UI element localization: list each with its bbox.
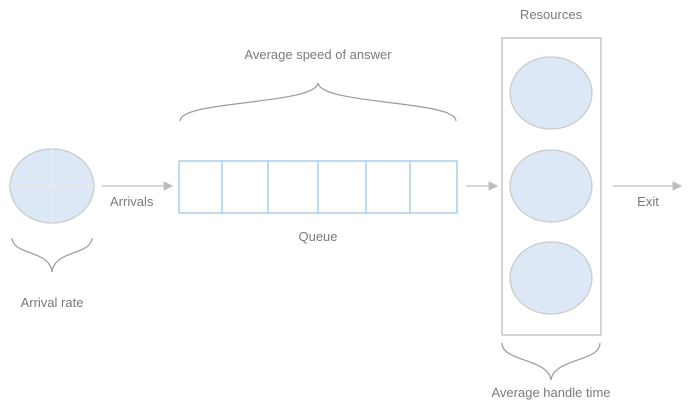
resource-node [509, 149, 593, 223]
queue-label: Queue [298, 229, 338, 244]
resources-label: Resources [519, 7, 583, 22]
average-speed-brace [179, 82, 457, 122]
average-handle-time-label: Average handle time [491, 385, 611, 400]
resource-node [509, 56, 593, 130]
arrival-rate-label: Arrival rate [20, 295, 84, 310]
resource-node [509, 241, 593, 315]
arrivals-label: Arrivals [110, 194, 154, 209]
queue-box [178, 160, 458, 214]
average-handle-time-brace [501, 342, 601, 381]
arrival-rate-brace [11, 237, 93, 273]
exit-label: Exit [637, 194, 659, 209]
average-speed-label: Average speed of answer [244, 47, 392, 62]
resources-box [501, 37, 602, 336]
arrival-source-node [9, 148, 95, 224]
